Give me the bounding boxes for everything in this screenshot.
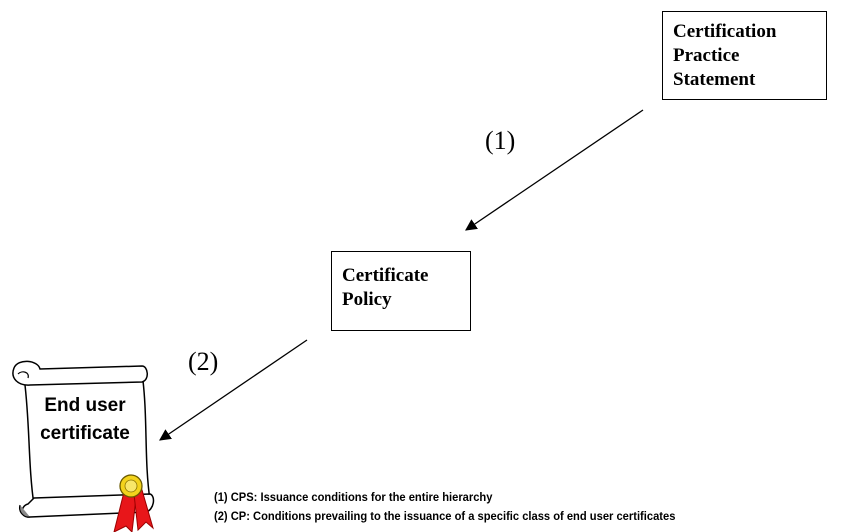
cp-line-2: Policy — [342, 289, 392, 310]
cps-line-2: Practice — [673, 45, 740, 66]
arrow-cps-to-cp — [465, 109, 644, 231]
step-1-label: (1) — [485, 126, 516, 155]
certificate-line-2: certificate — [40, 423, 130, 444]
cps-box: Certification Practice Statement — [662, 11, 827, 100]
cp-line-1: Certificate — [342, 265, 429, 286]
cps-line-1: Certification — [673, 21, 777, 42]
cp-box: Certificate Policy — [331, 251, 471, 331]
legend-item-2: (2) CP: Conditions prevailing to the iss… — [214, 509, 676, 523]
certificate-line-1: End user — [44, 395, 126, 416]
certificate-label: End user certificate — [26, 392, 144, 448]
certificate-scroll-icon — [12, 360, 155, 532]
ribbon-seal-icon — [113, 474, 154, 532]
step-2-label: (2) — [188, 347, 219, 376]
cps-line-3: Statement — [673, 69, 756, 90]
legend: (1) CPS: Issuance conditions for the ent… — [214, 488, 675, 526]
arrow-cp-to-certificate — [159, 339, 308, 441]
legend-item-1: (1) CPS: Issuance conditions for the ent… — [214, 490, 493, 504]
